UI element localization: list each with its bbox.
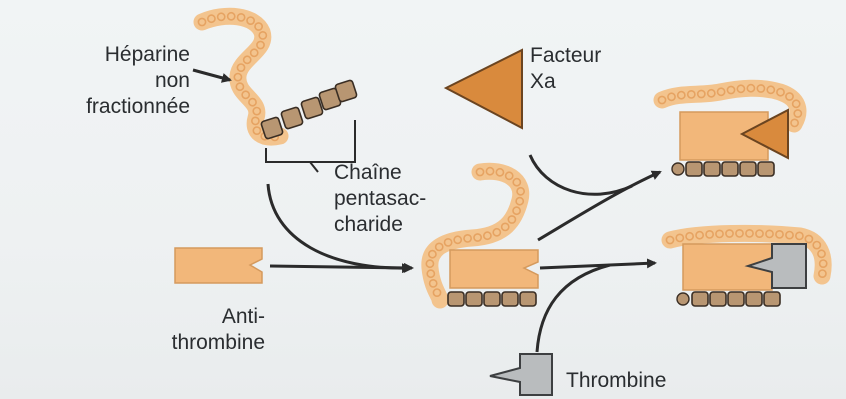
pentasaccharide-block (484, 292, 500, 306)
pentasaccharide-end-bead (672, 163, 684, 175)
factor-xa-curve-arrow (530, 155, 632, 194)
pentasaccharide-block (466, 292, 482, 306)
pentasaccharide-block (448, 292, 464, 306)
pentasaccharide-block (301, 97, 324, 120)
antithrombin-label: Anti- thrombine (140, 304, 265, 356)
pentasaccharide-bracket-tick (310, 162, 318, 172)
pentasaccharide-block (686, 162, 702, 176)
pentasaccharide-block (764, 292, 780, 306)
pentasaccharide-block (281, 107, 304, 130)
thrombin-curve-arrow (537, 265, 610, 352)
pentasaccharide-label-line-3: charide (334, 212, 426, 238)
factor-xa-label: Facteur Xa (530, 43, 601, 95)
pentasaccharide-chain-thrombin (692, 292, 780, 306)
antithrombin-complex-shape (450, 250, 538, 288)
pentasaccharide-block (692, 292, 708, 306)
pentasaccharide-block (502, 292, 518, 306)
pentasaccharide-block (758, 162, 774, 176)
pentasaccharide-block (520, 292, 536, 306)
complex-to-xa-arrow (538, 172, 660, 240)
pentasaccharide-label-line-2: pentasac- (334, 186, 426, 212)
antithrombin-label-line-1: Anti- (140, 304, 265, 330)
pentasaccharide-chain-free (261, 80, 358, 140)
antithrombin-to-complex-arrow (270, 266, 412, 268)
antithrombin-label-line-2: thrombine (140, 330, 265, 356)
factor-xa-label-line-2: Xa (530, 69, 601, 95)
pentasaccharide-label: Chaîne pentasac- charide (334, 160, 426, 238)
heparin-label-line-1: Héparine (44, 42, 190, 68)
pentasaccharide-block (710, 292, 726, 306)
antithrombin-shape (175, 248, 262, 283)
complex-to-thrombin-arrow (540, 263, 655, 268)
pentasaccharide-block (728, 292, 744, 306)
thrombin-label: Thrombine (566, 368, 666, 394)
thrombin-shape (490, 354, 552, 395)
heparin-pointer-arrow (193, 70, 230, 80)
heparin-label: Héparine non fractionnée (44, 42, 190, 120)
factor-xa-shape (446, 50, 522, 128)
pentasaccharide-block (722, 162, 738, 176)
pentasaccharide-block (704, 162, 720, 176)
pentasaccharide-chain-complex (448, 292, 536, 306)
heparin-label-line-3: fractionnée (44, 94, 190, 120)
factor-xa-label-line-1: Facteur (530, 43, 601, 69)
pentasaccharide-block (746, 292, 762, 306)
pentasaccharide-label-line-1: Chaîne (334, 160, 426, 186)
thrombin-label-line-1: Thrombine (566, 368, 666, 394)
pentasaccharide-end-bead (677, 293, 689, 305)
heparin-label-line-2: non (44, 68, 190, 94)
pentasaccharide-block (740, 162, 756, 176)
pentasaccharide-chain-xa (686, 162, 774, 176)
